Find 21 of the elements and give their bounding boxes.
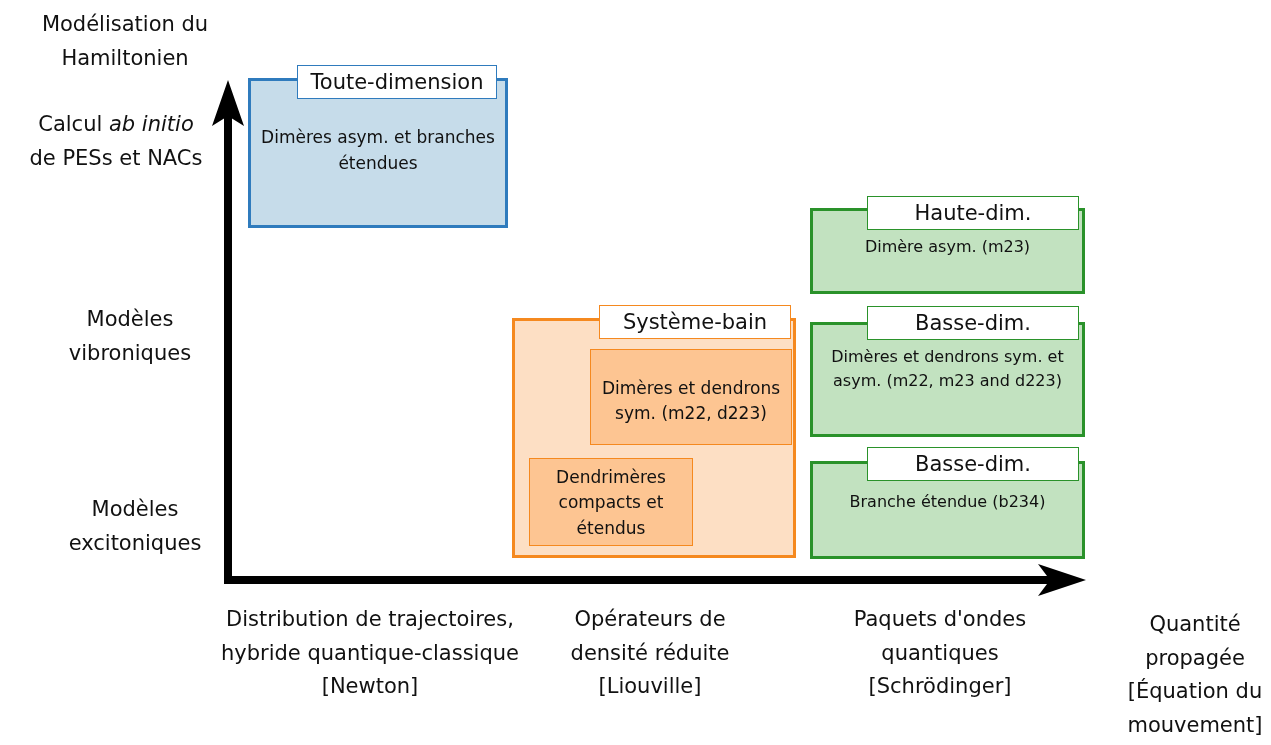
inner-box bbox=[529, 458, 693, 546]
box-text: Dimères et dendrons sym. et asym. (m22, m23 and d223) bbox=[830, 346, 1065, 392]
inner-box bbox=[590, 349, 792, 445]
box-text: Dendrimères compacts et étendus bbox=[555, 465, 667, 540]
box-text: Branche étendue (b234) bbox=[848, 491, 1047, 513]
axis-label: Quantité propagée [Équation du mouvement] bbox=[1126, 611, 1264, 739]
box-heading: Basse-dim. bbox=[867, 306, 1079, 340]
box-heading: Système-bain bbox=[599, 305, 791, 339]
axis-label: Modèles vibroniques bbox=[67, 306, 193, 367]
axis-label: Opérateurs de densité réduite [Liouville] bbox=[569, 606, 731, 701]
axis-label: Paquets d'ondes quantiques [Schrödinger] bbox=[852, 606, 1028, 701]
box-text: Dimères et dendrons sym. (m22, d223) bbox=[600, 376, 782, 425]
box-heading: Basse-dim. bbox=[867, 447, 1079, 481]
box-text: Dimère asym. (m23) bbox=[863, 236, 1032, 258]
axis-label: Modèles excitoniques bbox=[67, 496, 203, 557]
axis-label: Distribution de trajectoires, hybride quantique-classique [Newton] bbox=[220, 606, 520, 701]
box-heading: Haute-dim. bbox=[867, 196, 1079, 230]
box-heading: Toute-dimension bbox=[297, 65, 497, 99]
axis-label: Calcul ab initio de PESs et NACs bbox=[28, 111, 204, 172]
axis-label: Modélisation du Hamiltonien bbox=[40, 11, 210, 72]
box-text: Dimères asym. et branches étendues bbox=[260, 126, 496, 175]
